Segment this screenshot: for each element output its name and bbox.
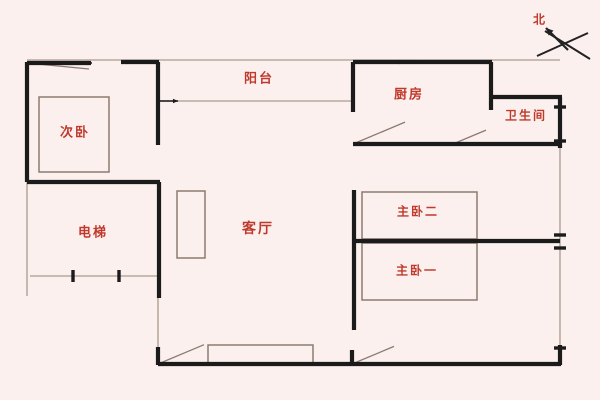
window-mark-group xyxy=(71,105,566,350)
living-room-door xyxy=(351,345,395,365)
kitchen-door xyxy=(352,121,406,145)
arrow-balcony-top-head xyxy=(122,59,128,65)
arrow-kitchen-top-head xyxy=(395,59,401,65)
compass-group xyxy=(536,27,591,60)
compass-arrow-head-icon xyxy=(546,28,554,36)
closet-living-room xyxy=(176,190,206,259)
entry-door xyxy=(157,344,205,365)
door-swing-group xyxy=(26,62,487,365)
arrow-top-left-head xyxy=(86,60,92,66)
bathroom-door xyxy=(452,129,487,145)
dimension-arrow-group xyxy=(30,59,420,104)
arrow-balcony-left-head xyxy=(172,98,178,104)
secondary-bedroom-bed xyxy=(38,96,110,173)
compass-north-label: 北 xyxy=(532,12,546,27)
